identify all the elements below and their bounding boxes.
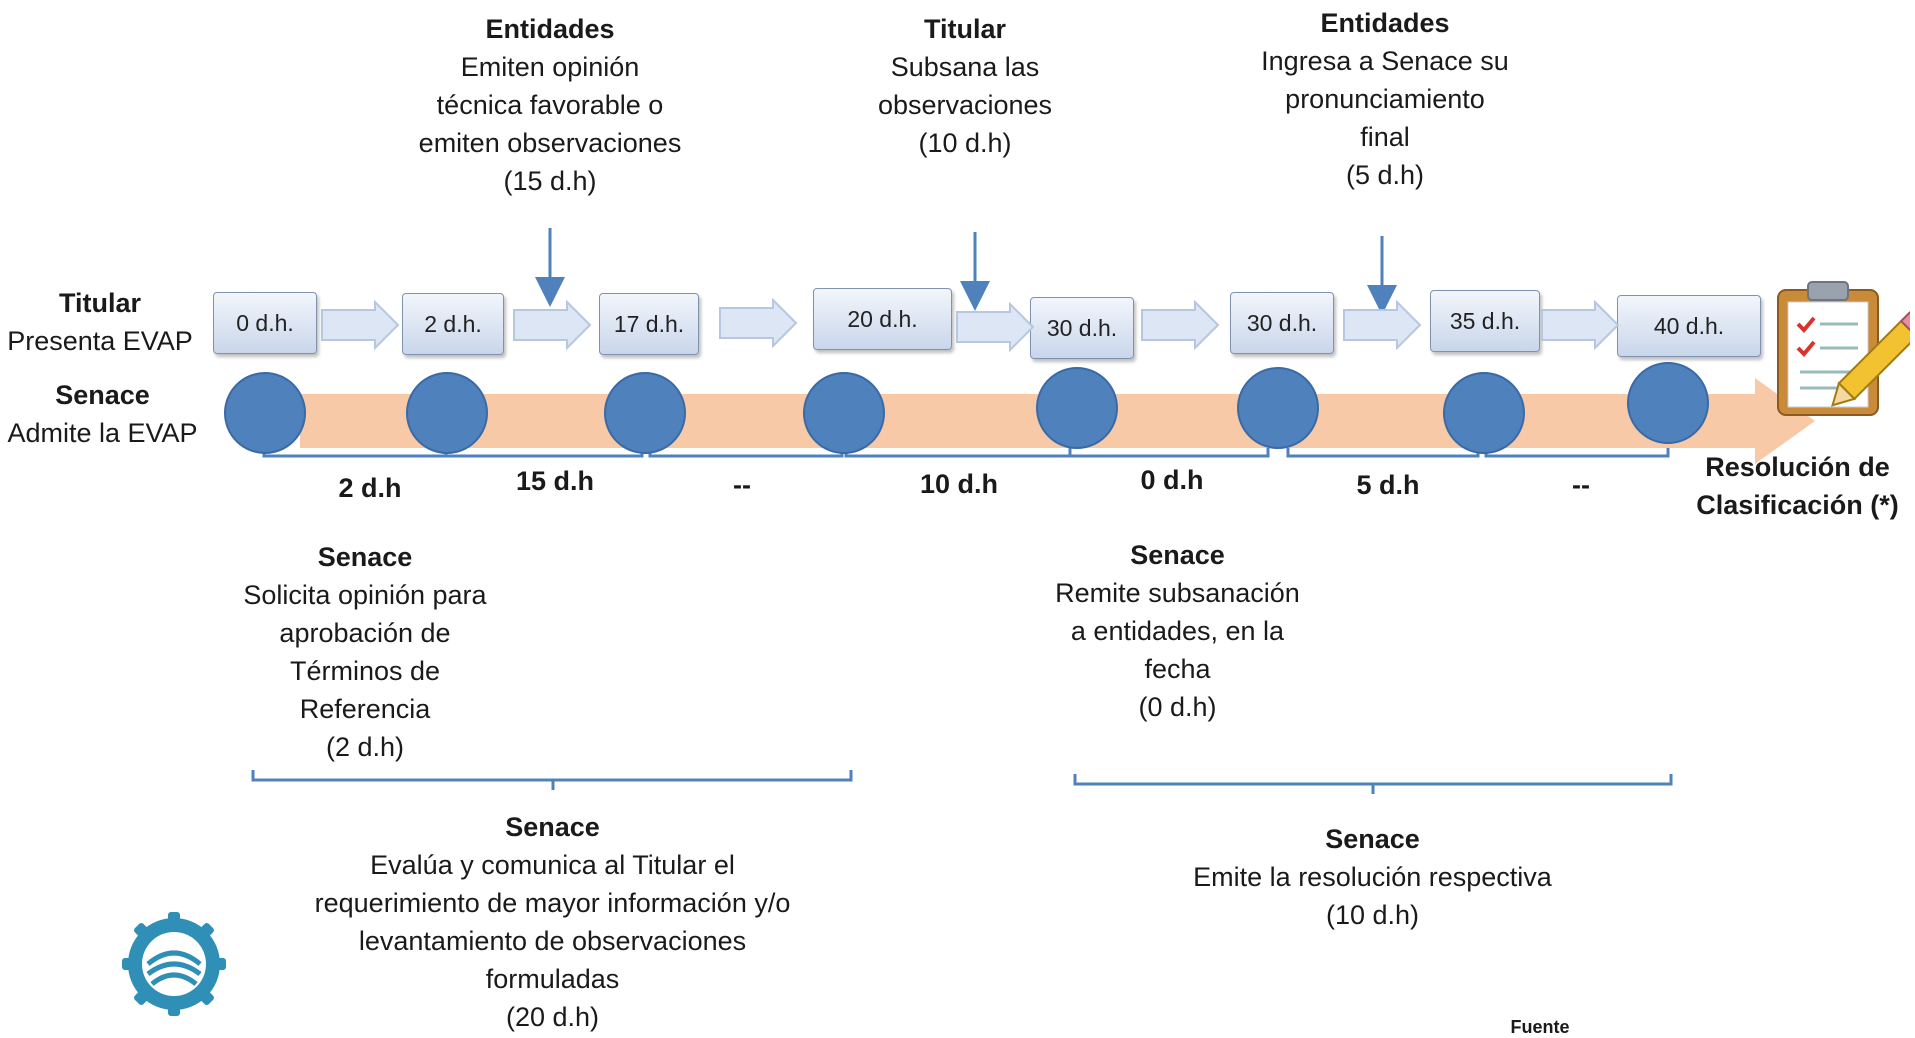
timeline-node <box>1237 367 1319 449</box>
note-line: observaciones <box>877 90 1053 120</box>
note-line: Emite la resolución respectiva <box>1193 862 1552 892</box>
chevron-right-icon <box>719 298 798 348</box>
milestone-box-3: 17 d.h. <box>599 293 699 355</box>
chevron-right-icon <box>513 300 592 350</box>
note-line: (2 d.h) <box>325 732 405 762</box>
note-line: (20 d.h) <box>505 1002 600 1032</box>
timeline-node <box>803 372 885 454</box>
duration-label: -- <box>1572 470 1590 500</box>
duration-label: 2 d.h <box>338 473 402 503</box>
chevron-right-icon <box>956 302 1035 352</box>
milestone-label: 35 d.h. <box>1449 307 1521 334</box>
note-line: requerimiento de mayor información y/o <box>314 888 791 918</box>
note-entidades-pronunciamiento: Entidades Ingresa a Senace su pronunciam… <box>1230 4 1540 194</box>
result-line-2: Clasificación (*) <box>1696 490 1899 520</box>
note-line: pronunciamiento <box>1285 84 1485 114</box>
milestone-label: 2 d.h. <box>424 310 482 337</box>
timeline-node <box>1443 372 1525 454</box>
senace-logo-icon <box>122 912 226 1016</box>
timeline-node <box>224 372 306 454</box>
milestone-box-1: 0 d.h. <box>213 292 317 354</box>
duration-label: 5 d.h <box>1356 470 1420 500</box>
milestone-label: 0 d.h. <box>236 309 294 336</box>
note-line: fecha <box>1144 654 1211 684</box>
milestone-label: 20 d.h. <box>847 305 918 332</box>
chevron-right-icon <box>321 300 400 350</box>
milestone-label: 17 d.h. <box>613 310 685 337</box>
result-line-1: Resolución de <box>1705 452 1890 482</box>
note-line: aprobación de <box>279 618 451 648</box>
milestone-label: 30 d.h. <box>1246 309 1318 336</box>
chevron-right-icon <box>1343 300 1422 350</box>
band-arrowhead-icon <box>1755 378 1815 464</box>
milestone-box-8: 40 d.h. <box>1617 295 1761 357</box>
milestone-box-6: 30 d.h. <box>1230 292 1334 354</box>
note-title: Senace <box>1130 540 1225 570</box>
milestone-box-4: 20 d.h. <box>813 288 952 350</box>
footer-source: Fuente <box>1480 1016 1600 1038</box>
label-text: Admite la EVAP <box>7 418 198 448</box>
note-line: a entidades, en la <box>1070 616 1285 646</box>
note-line: levantamiento de observaciones <box>358 926 747 956</box>
note-line: emiten observaciones <box>418 128 682 158</box>
timeline-node <box>406 372 488 454</box>
duration-label: 15 d.h <box>515 466 595 496</box>
note-entidades-opinion: Entidades Emiten opinión técnica favorab… <box>400 10 700 200</box>
note-line: (10 d.h) <box>1325 900 1420 930</box>
note-line: técnica favorable o <box>436 90 664 120</box>
milestone-label: 40 d.h. <box>1653 312 1725 339</box>
label-titular: Titular Presenta EVAP <box>0 284 200 360</box>
note-line: (5 d.h) <box>1345 160 1425 190</box>
note-senace-remite: Senace Remite subsanación a entidades, e… <box>1030 536 1325 726</box>
note-line: (15 d.h) <box>503 166 597 196</box>
note-line: Subsana las <box>890 52 1040 82</box>
label-senace-admite: Senace Admite la EVAP <box>0 376 205 452</box>
note-senace-solicita: Senace Solicita opinión para aprobación … <box>215 538 515 766</box>
clipboard-icon <box>1777 281 1910 416</box>
duration-label: 10 d.h <box>919 469 999 499</box>
timeline-node <box>1627 362 1709 444</box>
note-senace-emite: Senace Emite la resolución respectiva (1… <box>1140 820 1605 934</box>
label-title: Titular <box>58 288 141 318</box>
note-senace-evalua: Senace Evalúa y comunica al Titular el r… <box>270 808 835 1036</box>
note-line: formuladas <box>485 964 620 994</box>
result-label: Resolución de Clasificación (*) <box>1680 448 1915 524</box>
chevron-right-icon <box>1541 300 1620 350</box>
duration-label: -- <box>733 470 751 500</box>
note-title: Senace <box>317 542 413 572</box>
timeline-band <box>300 394 1760 448</box>
duration-label: 0 d.h <box>1140 465 1204 495</box>
chevron-right-icon <box>1141 300 1220 350</box>
label-text: Presenta EVAP <box>7 326 193 356</box>
note-line: Solicita opinión para <box>243 580 487 610</box>
note-line: Ingresa a Senace su <box>1261 46 1509 76</box>
note-line: Emiten opinión <box>460 52 640 82</box>
milestone-box-5: 30 d.h. <box>1030 297 1134 359</box>
note-titular-subsana: Titular Subsana las observaciones (10 d.… <box>840 10 1090 162</box>
note-line: Términos de <box>289 656 441 686</box>
note-title: Senace <box>505 812 600 842</box>
note-title: Entidades <box>485 14 615 44</box>
note-line: Evalúa y comunica al Titular el <box>370 850 735 880</box>
timeline-node <box>604 372 686 454</box>
milestone-box-7: 35 d.h. <box>1430 290 1540 352</box>
large-brackets <box>251 770 1673 794</box>
note-title: Titular <box>923 14 1006 44</box>
note-title: Entidades <box>1320 8 1450 38</box>
note-line: Remite subsanación <box>1055 578 1300 608</box>
label-title: Senace <box>55 380 150 410</box>
milestone-box-2: 2 d.h. <box>402 293 504 355</box>
timeline-node <box>1036 367 1118 449</box>
footer-source-label: Fuente <box>1510 1017 1570 1037</box>
note-line: (10 d.h) <box>918 128 1012 158</box>
note-line: (0 d.h) <box>1138 692 1217 722</box>
note-title: Senace <box>1325 824 1420 854</box>
note-line: Referencia <box>299 694 431 724</box>
note-line: final <box>1360 122 1410 152</box>
milestone-label: 30 d.h. <box>1046 314 1118 341</box>
